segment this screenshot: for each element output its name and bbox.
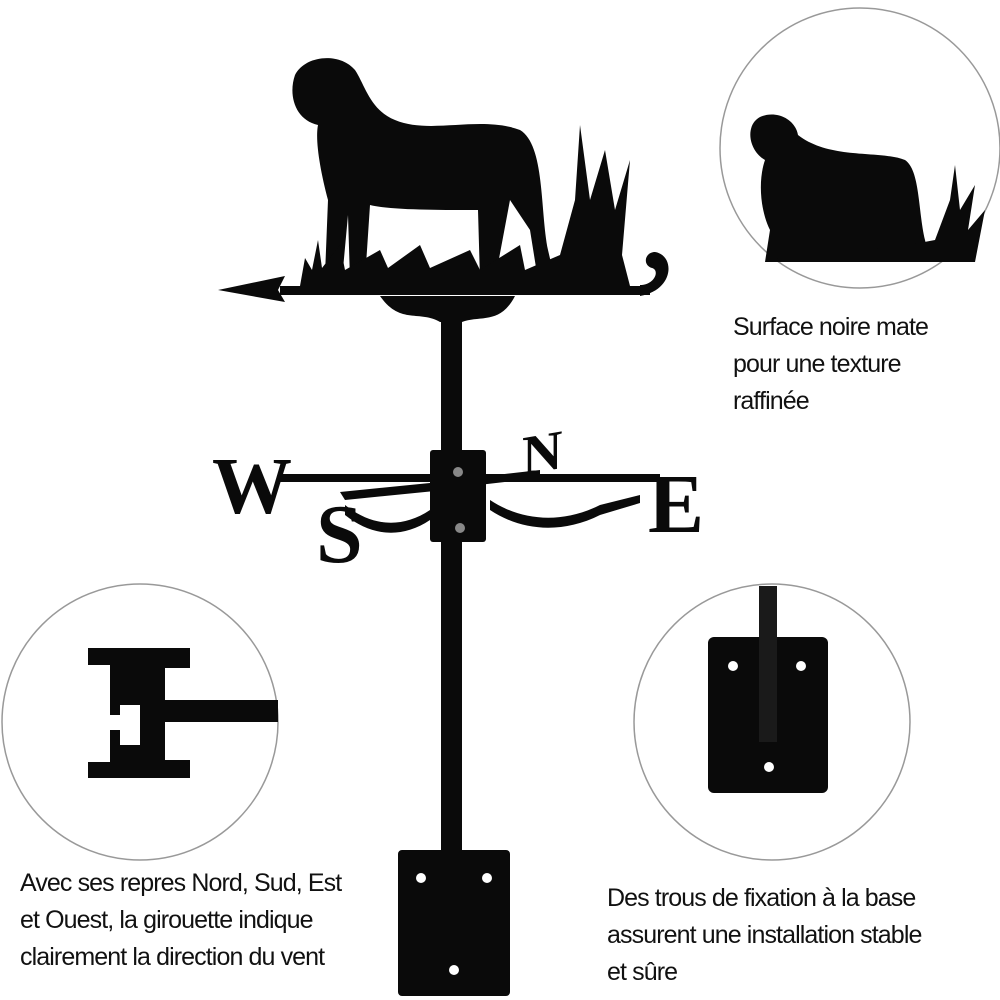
caption-line: assurent une installation stable bbox=[607, 921, 922, 949]
caption-line: pour une texture bbox=[733, 350, 902, 378]
caption-mounting: Des trous de fixation à la base assurent… bbox=[607, 880, 922, 991]
base-plate bbox=[398, 850, 510, 996]
dog-silhouette bbox=[292, 58, 630, 286]
detail-circle-base-plate bbox=[633, 583, 911, 861]
caption-line: clairement la direction du vent bbox=[20, 943, 325, 971]
compass-letter-w: W bbox=[212, 443, 292, 531]
pole bbox=[441, 322, 462, 852]
caption-line: Des trous de fixation à la base bbox=[607, 884, 916, 912]
compass-arms bbox=[280, 450, 660, 542]
arrow-vane bbox=[218, 252, 669, 322]
detail-circle-dog bbox=[719, 7, 1000, 289]
compass-letter-e: E bbox=[648, 458, 704, 551]
compass-letter-n: N bbox=[522, 419, 562, 488]
detail-circle-letter-e bbox=[1, 583, 279, 861]
caption-finish: Surface noire mate pour une texture raff… bbox=[733, 309, 929, 420]
caption-line: raffinée bbox=[733, 387, 810, 415]
caption-line: et sûre bbox=[607, 958, 678, 986]
caption-line: et Ouest, la girouette indique bbox=[20, 906, 314, 934]
compass-letter-s: S bbox=[316, 488, 363, 581]
caption-line: Surface noire mate bbox=[733, 313, 929, 341]
caption-directions: Avec ses repres Nord, Sud, Est et Ouest,… bbox=[20, 865, 342, 976]
caption-line: Avec ses repres Nord, Sud, Est bbox=[20, 869, 342, 897]
